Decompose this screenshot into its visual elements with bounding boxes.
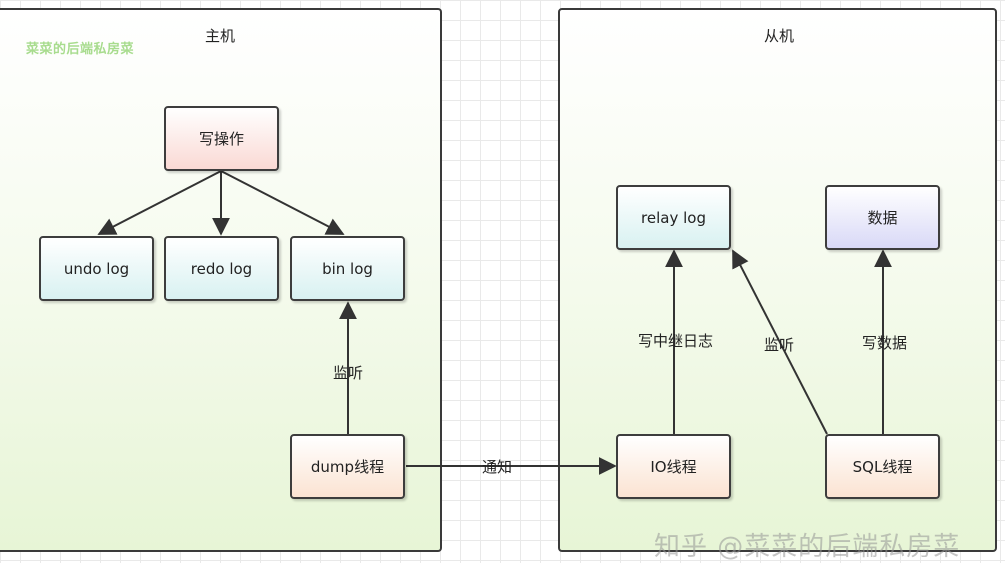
master-watermark: 菜菜的后端私房菜 [26, 42, 135, 57]
sql-thread-node: SQL线程 [825, 434, 940, 499]
footer-watermark: 知乎 @菜菜的后端私房菜 [654, 532, 961, 562]
sql-thread-label: SQL线程 [852, 458, 913, 476]
slave-title: 从机 [764, 27, 795, 45]
redo-log-node: redo log [164, 236, 279, 301]
relay-log-node: relay log [616, 185, 731, 250]
relay-log-label: relay log [641, 208, 706, 227]
dump-thread-node: dump线程 [290, 434, 405, 499]
edge-label-write-relay: 写中继日志 [638, 332, 714, 350]
data-node: 数据 [825, 185, 940, 250]
io-thread-node: IO线程 [616, 434, 731, 499]
edge-label-notify: 通知 [482, 458, 513, 476]
edge-label-write-data: 写数据 [862, 334, 908, 352]
data-label: 数据 [867, 209, 898, 227]
edge-label-listen-slave: 监听 [764, 336, 795, 354]
bin-log-node: bin log [290, 236, 405, 301]
dump-thread-label: dump线程 [310, 458, 385, 476]
edge-write-to-undo [97, 170, 222, 235]
write-operation-node: 写操作 [164, 106, 279, 171]
io-thread-label: IO线程 [650, 458, 697, 476]
redo-log-label: redo log [190, 259, 253, 278]
undo-log-node: undo log [39, 236, 154, 301]
edge-write-to-bin [220, 170, 345, 235]
write-operation-label: 写操作 [198, 130, 244, 148]
edge-label-listen-master: 监听 [333, 364, 364, 382]
bin-log-label: bin log [322, 259, 373, 278]
undo-log-label: undo log [63, 259, 130, 278]
master-title: 主机 [205, 27, 236, 45]
edge-sql-to-relay [732, 249, 828, 435]
